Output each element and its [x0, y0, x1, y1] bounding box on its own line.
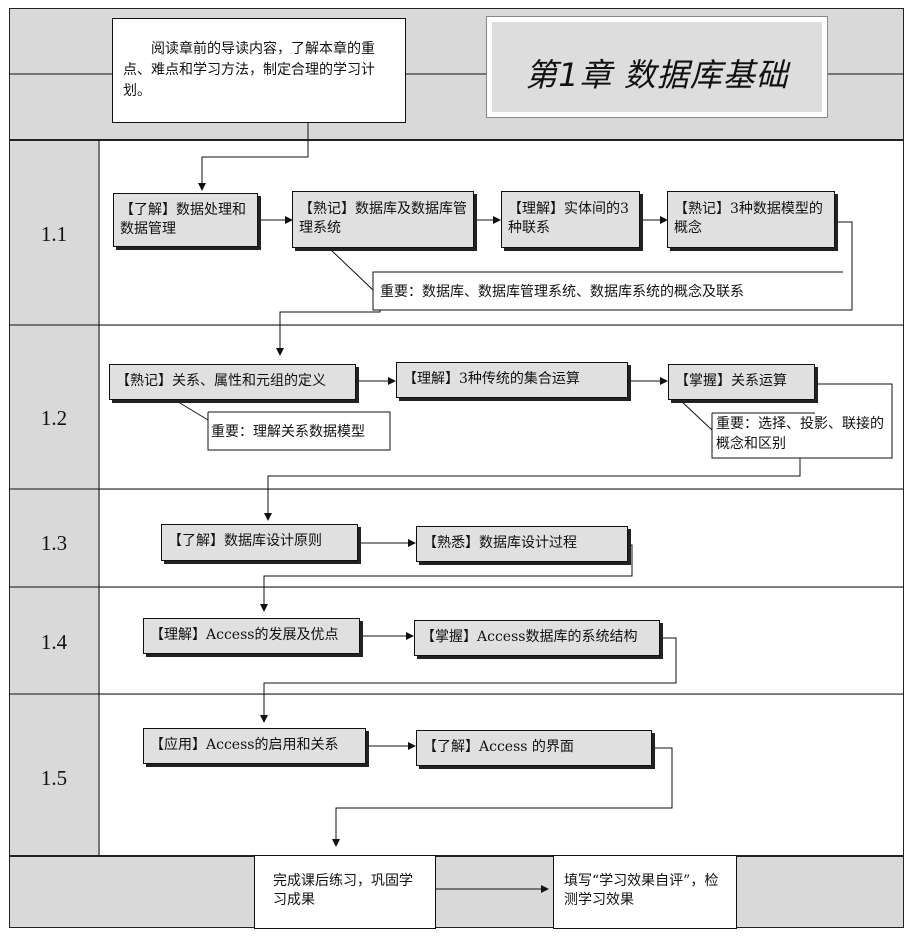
- chapter-title-box: 第1章 数据库基础: [487, 17, 827, 117]
- footer-self-eval-box: 填写“学习效果自评”，检测学习效果: [553, 855, 737, 929]
- section-label-1-2: 1.2: [40, 406, 68, 430]
- section-label-1-5: 1.5: [40, 766, 68, 790]
- box-1-3-design-principles: 【了解】数据库设计原则: [161, 524, 358, 561]
- box-1-2-relational-operations: 【掌握】关系运算: [668, 364, 815, 400]
- box-1-1-entity-relations: 【理解】实体间的3种联系: [501, 191, 640, 248]
- box-1-5-access-startup: 【应用】Access的启用和关系: [143, 728, 366, 764]
- box-1-2-relation-definitions: 【熟记】关系、属性和元组的定义: [109, 364, 356, 400]
- note-1-2-a: 重要：理解关系数据模型: [211, 422, 389, 442]
- box-1-5-access-interface: 【了解】Access 的界面: [416, 730, 652, 766]
- section-label-1-1: 1.1: [40, 222, 68, 246]
- footer-band: [9, 856, 904, 928]
- note-1-1: 重要：数据库、数据库管理系统、数据库系统的概念及联系: [380, 282, 840, 302]
- note-1-2-b: 重要：选择、投影、联接的概念和区别: [716, 414, 888, 454]
- footer-exercise-box: 完成课后练习，巩固学习成果: [254, 855, 436, 929]
- chapter-title: 第1章 数据库基础: [525, 56, 789, 94]
- box-1-3-design-process: 【熟悉】数据库设计过程: [416, 526, 628, 562]
- box-1-1-data-processing: 【了解】数据处理和数据管理: [113, 193, 258, 247]
- intro-box: 阅读章前的导读内容，了解本章的重点、难点和学习方法，制定合理的学习计划。: [112, 18, 406, 123]
- section-label-1-4: 1.4: [40, 630, 68, 654]
- box-1-1-data-models: 【熟记】3种数据模型的概念: [667, 191, 835, 248]
- section-1-5-area: [100, 695, 903, 855]
- section-1-2-area: [100, 326, 903, 489]
- box-1-4-access-architecture: 【掌握】Access数据库的系统结构: [414, 620, 660, 656]
- box-1-1-dbms: 【熟记】数据库及数据库管理系统: [292, 191, 474, 248]
- box-1-2-set-operations: 【理解】3种传统的集合运算: [396, 362, 628, 398]
- section-label-1-3: 1.3: [40, 531, 68, 555]
- box-1-4-access-development: 【理解】Access的发展及优点: [143, 618, 360, 654]
